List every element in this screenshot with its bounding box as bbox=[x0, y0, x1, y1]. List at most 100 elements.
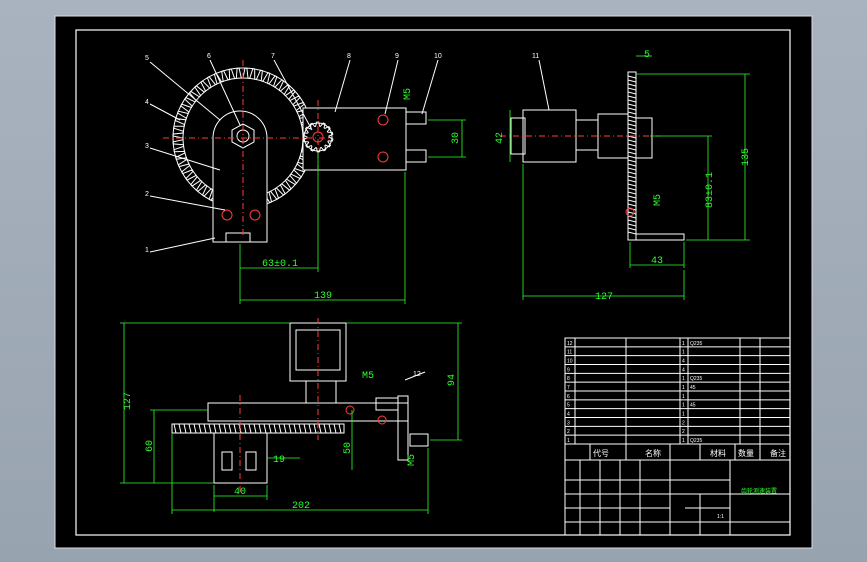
rack-tooth bbox=[328, 423, 332, 434]
side-dimensions: 42 5 135 83±0.1 M5 43 127 bbox=[495, 50, 752, 303]
bom-row-no: 8 bbox=[567, 376, 570, 382]
rack-tooth bbox=[323, 423, 327, 434]
screw-bottom bbox=[405, 149, 427, 163]
part-label-6: 6 bbox=[207, 53, 211, 60]
bracket-hole-top bbox=[377, 114, 389, 126]
dim-127-top: 127 bbox=[123, 392, 134, 410]
bom-row-no: 7 bbox=[567, 385, 570, 391]
side-tooth bbox=[627, 159, 637, 163]
front-view bbox=[163, 60, 427, 243]
bom-row-no: 10 bbox=[567, 359, 573, 365]
rack-tooth bbox=[263, 423, 267, 434]
dim-94: 94 bbox=[447, 374, 458, 386]
small-gear-teeth bbox=[302, 121, 334, 153]
side-tooth bbox=[627, 91, 637, 95]
dim-202: 202 bbox=[292, 501, 310, 512]
side-tooth bbox=[627, 211, 637, 215]
dim-127-side: 127 bbox=[595, 292, 613, 303]
dim-42: 42 bbox=[495, 132, 506, 144]
bom-row-no: 12 bbox=[567, 341, 573, 347]
side-tooth bbox=[627, 199, 637, 203]
bom-row-no: 6 bbox=[567, 394, 570, 400]
side-tooth bbox=[627, 107, 637, 111]
top-dimensions: 127 94 60 50 19 40 202 M5 M5 12 bbox=[120, 322, 462, 514]
angle-bracket bbox=[630, 210, 685, 241]
rack-tooth bbox=[333, 423, 337, 434]
part-label-9: 9 bbox=[395, 53, 399, 60]
side-tooth bbox=[627, 99, 637, 103]
bracket-hole-bottom bbox=[377, 151, 389, 163]
rack-tooth bbox=[173, 423, 177, 434]
tb-col-material: 材料 bbox=[710, 448, 726, 458]
rack-tooth bbox=[183, 423, 187, 434]
side-tooth bbox=[627, 151, 637, 155]
side-tooth bbox=[627, 143, 637, 147]
screw-top bbox=[405, 111, 427, 125]
rack-tooth bbox=[218, 423, 222, 434]
dim-m5-top-b: M5 bbox=[407, 454, 418, 466]
rack-tooth bbox=[223, 423, 227, 434]
rack-tooth bbox=[288, 423, 292, 434]
side-tooth bbox=[627, 79, 637, 83]
dim-60: 60 bbox=[145, 440, 156, 452]
support-plate bbox=[212, 110, 268, 243]
rack-tooth bbox=[253, 423, 257, 434]
bom-row-no: 9 bbox=[567, 367, 570, 373]
side-tooth bbox=[627, 119, 637, 123]
dim-43: 43 bbox=[651, 256, 663, 267]
part-label-3: 3 bbox=[145, 143, 149, 150]
side-tooth bbox=[627, 167, 637, 171]
rack-tooth bbox=[213, 423, 217, 434]
rack-tooth bbox=[248, 423, 252, 434]
bom-row-mat: Q235 bbox=[690, 438, 702, 444]
rack-tooth bbox=[228, 423, 232, 434]
dim-139: 139 bbox=[314, 291, 332, 302]
bom-row-qty: 1 bbox=[682, 403, 685, 409]
drawing-title: 齿轮测速装置 bbox=[741, 487, 777, 495]
rack-tooth bbox=[283, 423, 287, 434]
rack-tooth bbox=[178, 423, 182, 434]
rack-tooth bbox=[318, 423, 322, 434]
dim-19: 19 bbox=[273, 455, 285, 466]
rack-tooth bbox=[273, 423, 277, 434]
dim-83: 83±0.1 bbox=[705, 172, 716, 208]
bracket-12 bbox=[397, 395, 409, 461]
side-tooth bbox=[627, 203, 637, 207]
side-tooth bbox=[627, 191, 637, 195]
side-tooth bbox=[627, 227, 637, 231]
rack-tooth bbox=[198, 423, 202, 434]
part-label-10: 10 bbox=[434, 53, 442, 60]
rack-tooth bbox=[203, 423, 207, 434]
rack-tooth bbox=[298, 423, 302, 434]
top-view bbox=[171, 318, 429, 495]
side-tooth bbox=[627, 183, 637, 187]
dim-5: 5 bbox=[644, 50, 650, 61]
gear-tooth-profile bbox=[627, 75, 637, 235]
rack-tooth bbox=[313, 423, 317, 434]
side-tooth bbox=[627, 115, 637, 119]
rack-tooth bbox=[303, 423, 307, 434]
side-tooth bbox=[627, 155, 637, 159]
rack-tooth bbox=[338, 423, 342, 434]
gear-tooth-path bbox=[172, 67, 314, 209]
bolt-hole-left bbox=[221, 209, 233, 221]
side-tooth bbox=[627, 83, 637, 87]
rack-tooth bbox=[243, 423, 247, 434]
rack-tooth bbox=[268, 423, 272, 434]
part-label-11: 11 bbox=[532, 53, 539, 60]
rack-tooth bbox=[233, 423, 237, 434]
dim-m5-front: M5 bbox=[403, 88, 414, 100]
rack-teeth bbox=[173, 423, 342, 434]
tb-col-code: 代号 bbox=[593, 448, 609, 458]
side-tooth bbox=[627, 95, 637, 99]
bom-row-mat: Q235 bbox=[690, 341, 702, 347]
dim-135: 135 bbox=[741, 148, 752, 166]
bom-row-mat: Q235 bbox=[690, 376, 702, 382]
bom-row-qty: 1 bbox=[682, 341, 685, 347]
dim-50: 50 bbox=[343, 442, 354, 454]
side-tooth bbox=[627, 123, 637, 127]
bom-row-qty: 1 bbox=[682, 376, 685, 382]
bom-row-qty: 1 bbox=[682, 385, 685, 391]
